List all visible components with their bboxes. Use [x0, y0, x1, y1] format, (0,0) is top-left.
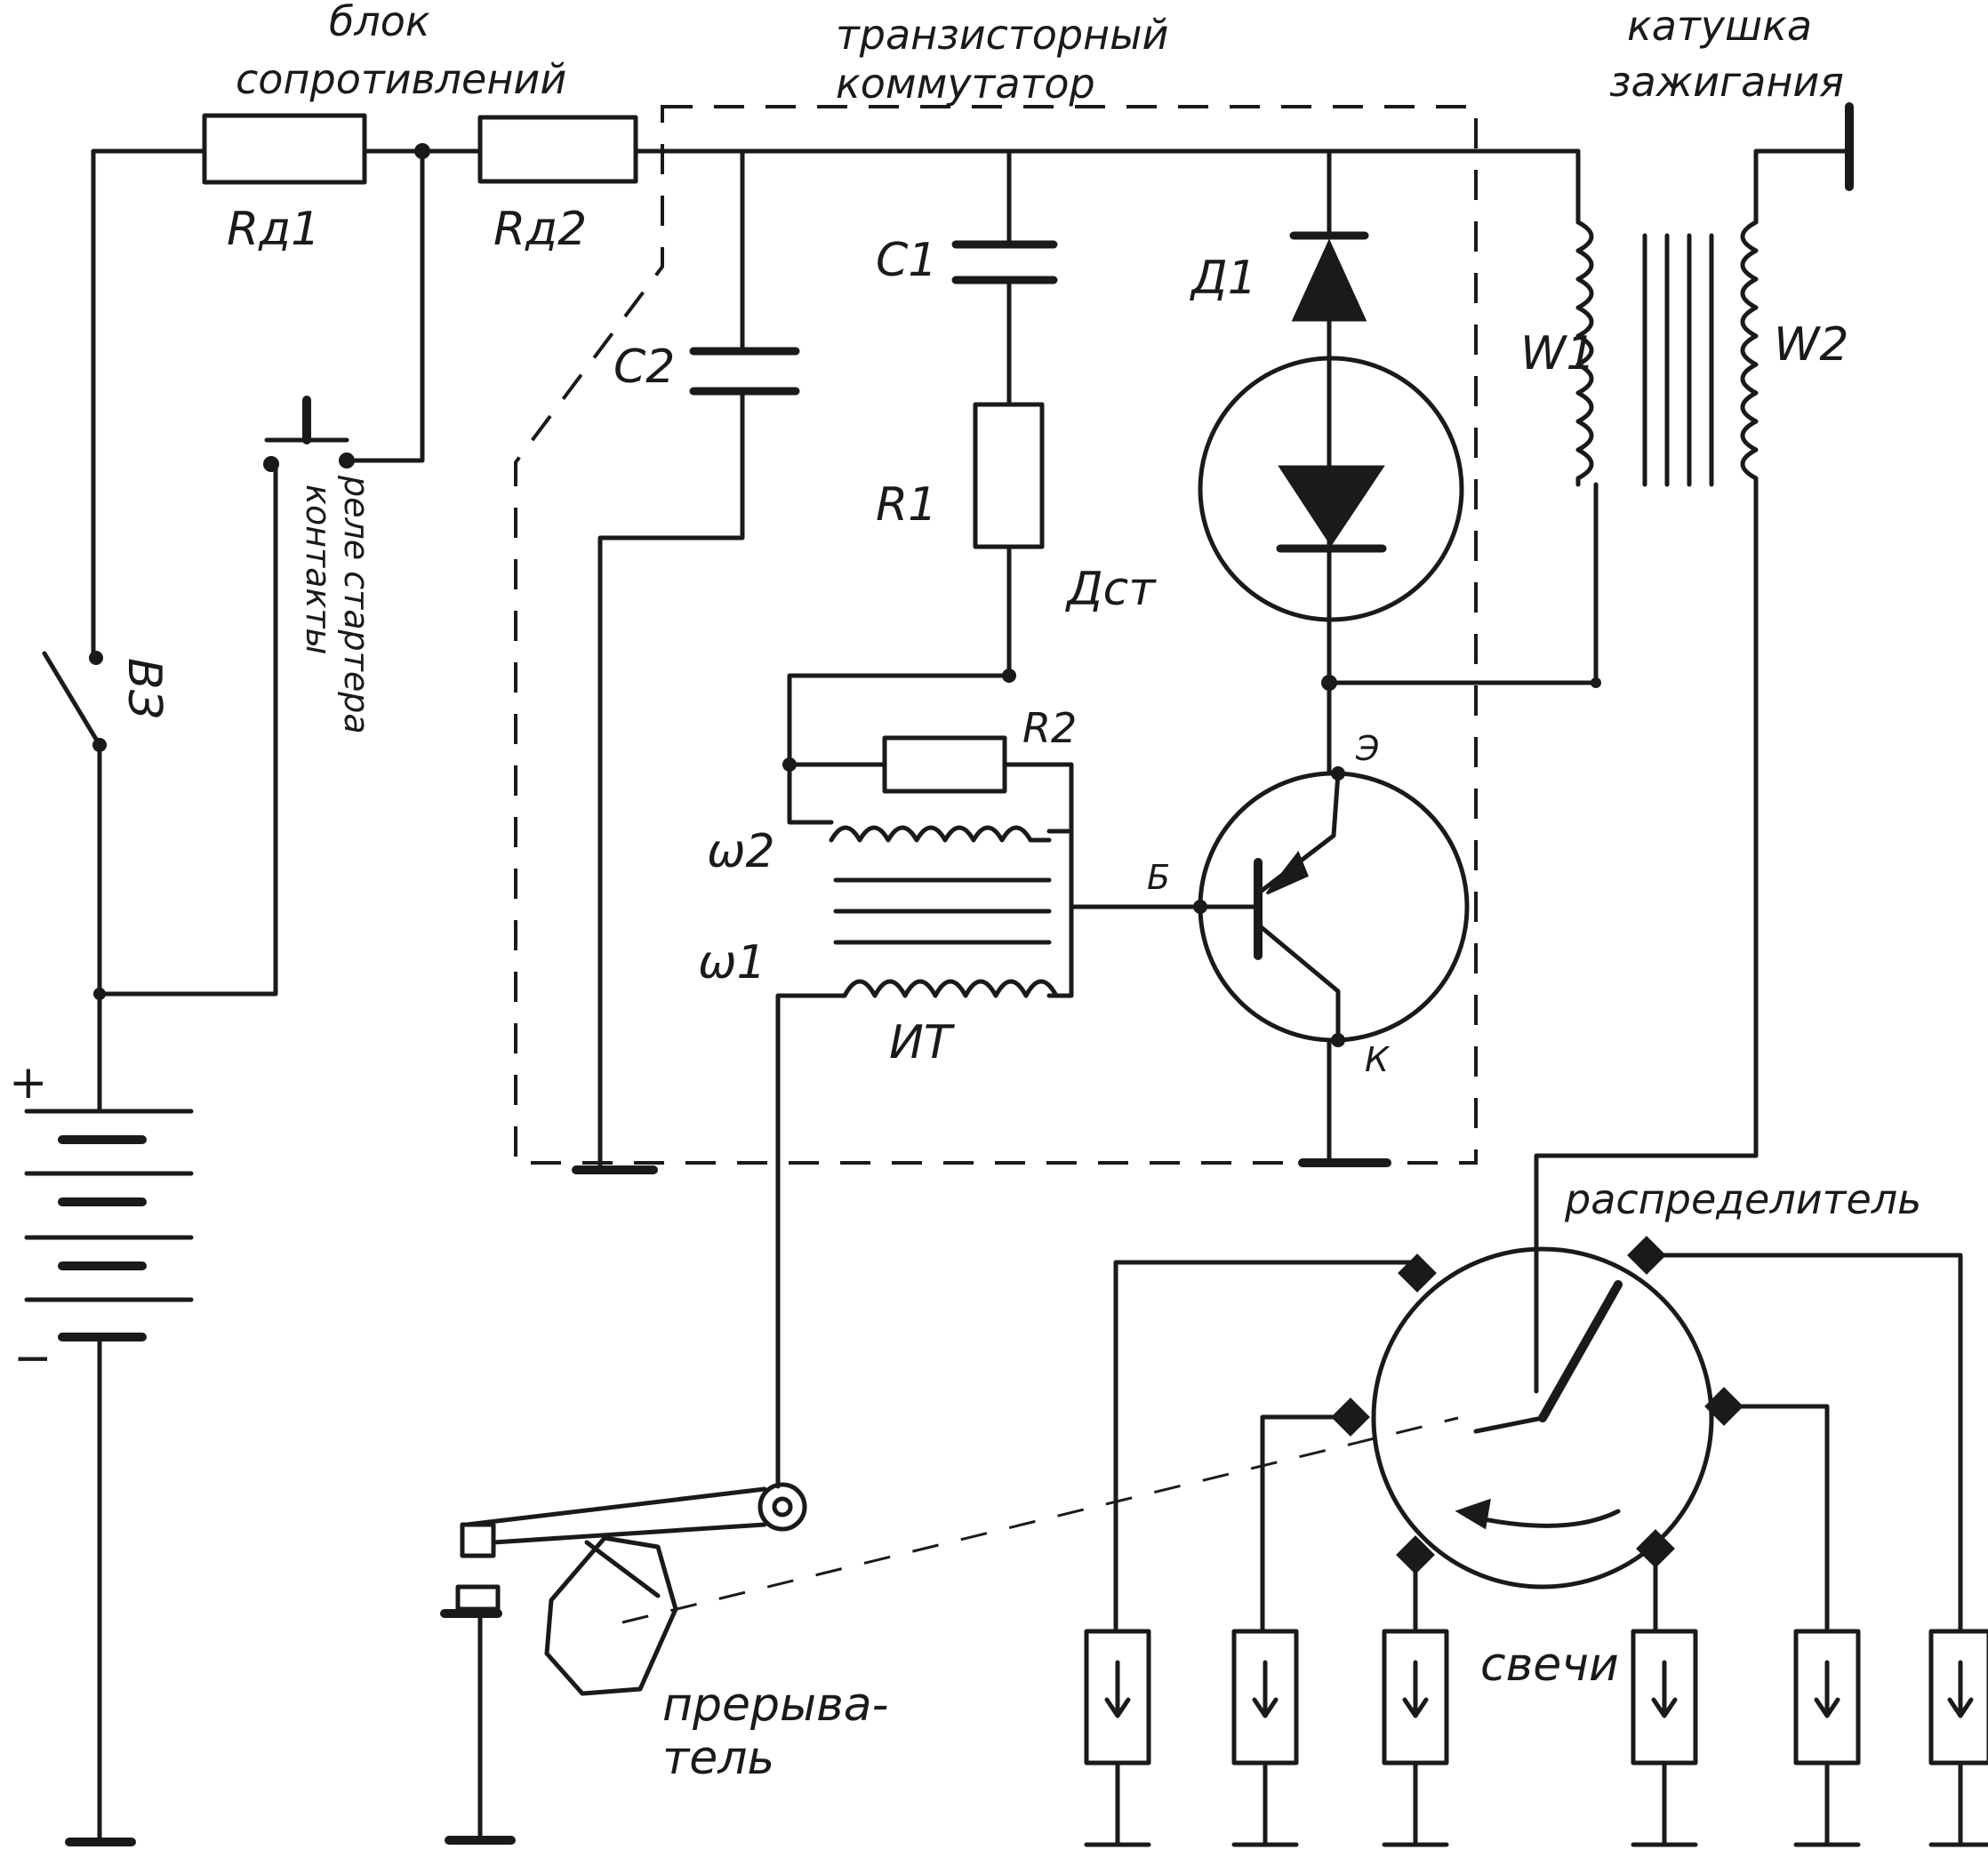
label-minus: −	[13, 1332, 52, 1385]
label-w2-coil: W2	[1774, 318, 1849, 372]
commutator-title-2: коммутатор	[836, 60, 1095, 108]
distributor	[1113, 1236, 1963, 1634]
capacitor-c2	[689, 347, 800, 396]
label-r1: R1	[876, 478, 937, 532]
diode-d1	[1289, 231, 1369, 322]
label-emitter: Э	[1355, 729, 1380, 768]
label-starter-relay: контакты	[299, 485, 338, 655]
label-w1-coil: W1	[1520, 327, 1596, 380]
resistor-rd2	[477, 115, 638, 184]
capacitor-c1	[951, 240, 1058, 284]
resistor-r1	[973, 402, 1045, 549]
label-c2: C2	[613, 340, 675, 394]
coil-title: катушка	[1627, 2, 1812, 50]
label-r2: R2	[1022, 704, 1077, 752]
pulse-transformer	[829, 825, 1059, 998]
spark-plug	[1382, 1629, 1449, 1847]
label-starter-relay-2: реле стартера	[337, 475, 376, 734]
ignition-coil	[1575, 102, 1854, 487]
spark-plug	[1928, 1629, 1988, 1847]
spark-plug	[1084, 1629, 1151, 1847]
commutator-boundary	[514, 105, 1478, 1165]
resistor-block-title: блок	[329, 0, 430, 45]
label-collector: К	[1365, 1040, 1391, 1079]
label-d1: Д1	[1190, 252, 1257, 305]
label-rd2: Rд2	[493, 203, 587, 256]
spark-plug	[1231, 1629, 1299, 1847]
label-w1-pulse: ω1	[698, 936, 766, 989]
resistor-block-title-2: сопротивлений	[236, 55, 566, 103]
circuit-wires	[91, 148, 1852, 1843]
label-dst: Дст	[1065, 563, 1157, 616]
zener-diode-dst	[1198, 356, 1464, 622]
ignition-switch	[42, 651, 102, 748]
label-c1: C1	[876, 234, 937, 287]
label-w2-pulse: ω2	[707, 825, 775, 878]
diagram-labels: блок сопротивлений транзисторный коммута…	[9, 0, 1921, 1785]
spark-plugs	[1084, 1629, 1988, 1847]
spark-plug	[1631, 1629, 1698, 1847]
label-breaker: прерыва-	[662, 1678, 888, 1732]
breaker	[440, 1416, 1459, 1843]
label-plus: +	[9, 1056, 48, 1109]
label-it: ИТ	[889, 1016, 956, 1069]
label-distributor: распределитель	[1564, 1175, 1921, 1223]
spark-plug	[1793, 1629, 1861, 1847]
resistor-rd1	[202, 113, 367, 185]
label-spark-plugs: свечи	[1480, 1638, 1619, 1692]
battery	[24, 1109, 194, 1341]
label-breaker-2: тель	[662, 1732, 774, 1785]
label-switch: ВЗ	[117, 658, 171, 719]
transistor	[1198, 771, 1470, 1043]
label-base: Б	[1147, 858, 1170, 897]
starter-relay-contacts	[264, 396, 349, 444]
label-rd1: Rд1	[227, 203, 320, 256]
commutator-title: транзисторный	[836, 11, 1168, 59]
coil-title-2: зажигания	[1609, 58, 1844, 106]
resistor-r2	[882, 735, 1007, 794]
